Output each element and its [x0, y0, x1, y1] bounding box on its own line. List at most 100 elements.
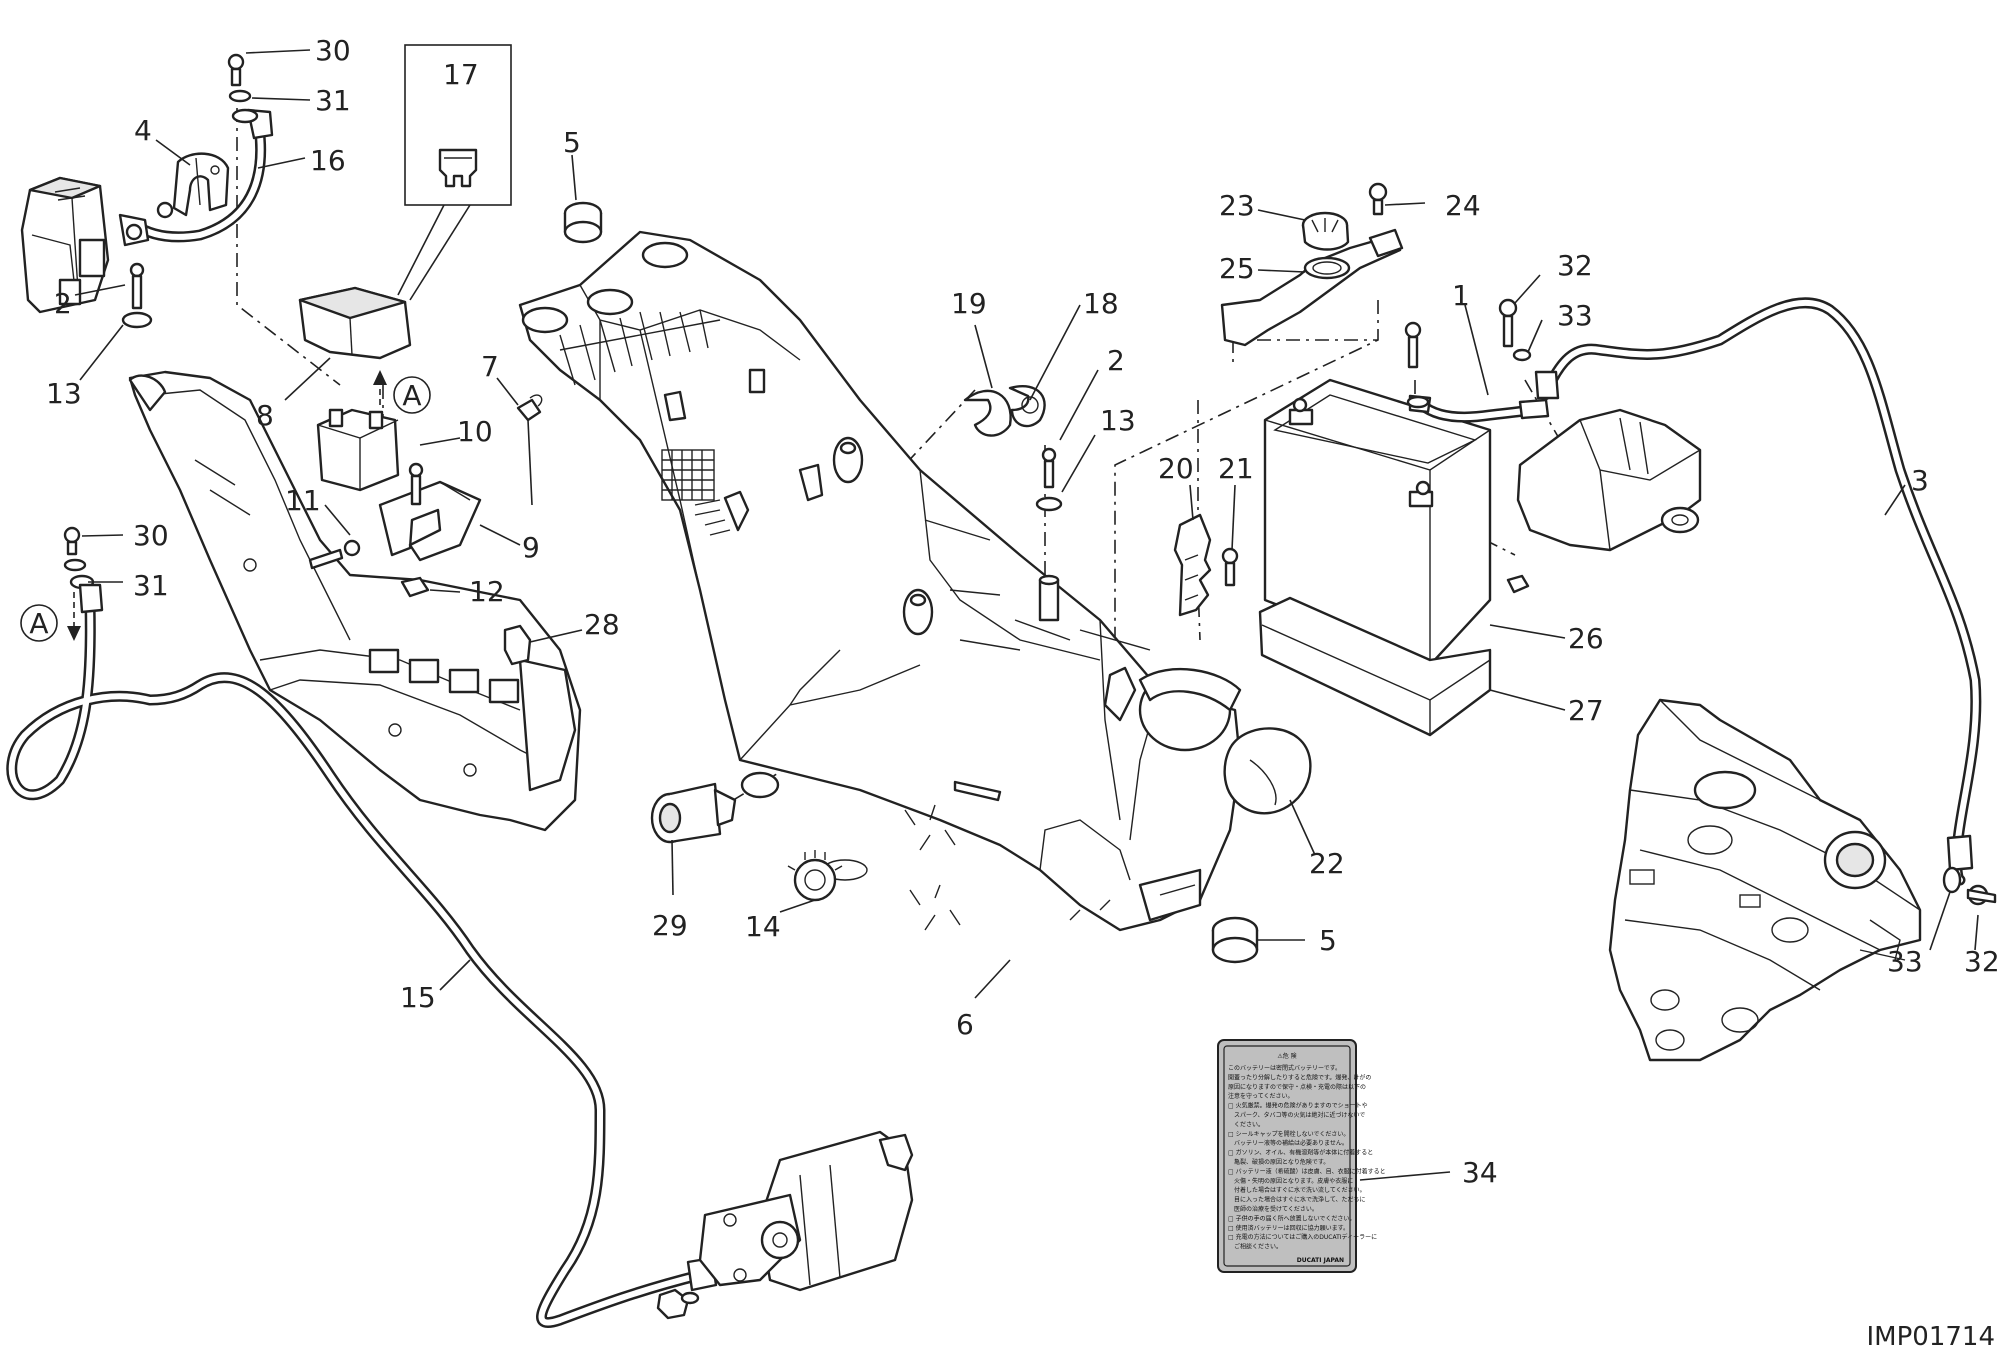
callout-30: 30	[315, 34, 351, 67]
bolt-32-top	[1498, 298, 1518, 348]
callout-27: 27	[1568, 694, 1604, 727]
callout-2: 2	[54, 287, 72, 320]
callout-14: 14	[745, 910, 781, 943]
callout-34: 34	[1462, 1156, 1498, 1189]
callout-1: 1	[1452, 279, 1470, 312]
warning-label-line: 注意を守ってください。	[1228, 1092, 1294, 1100]
detail-marker-a-upper: A	[393, 376, 431, 414]
callout-24: 24	[1445, 189, 1481, 222]
callout-numbers: 30 31 4 16 17 5 2 13 8 7 10 11 9 12 28 3…	[46, 34, 2000, 1189]
callout-2-mid: 2	[1107, 344, 1125, 377]
callout-18: 18	[1083, 287, 1119, 320]
detail-a-arrow	[373, 370, 387, 405]
nut-12	[400, 576, 430, 598]
washer-13-mid	[1035, 496, 1063, 512]
washer-31-top	[228, 89, 259, 124]
battery-tray-6	[518, 230, 1242, 932]
grommet-5-bottom	[1211, 916, 1259, 964]
warning-label-line: このバッテリーは密閉式バッテリーです。	[1228, 1064, 1341, 1072]
cable-1	[1404, 321, 1550, 423]
callout-30-lower: 30	[133, 519, 169, 552]
strap-25	[1220, 228, 1404, 347]
warning-label-line: 付着した場合はすぐに水で洗い流してください。	[1228, 1186, 1366, 1194]
clamp-20	[1173, 513, 1212, 617]
bolt-30-top	[227, 53, 245, 87]
screw-10	[408, 462, 424, 506]
clamp-19	[963, 389, 1012, 437]
part-8-relay	[316, 408, 400, 492]
callout-17: 17	[443, 58, 479, 91]
warning-label-line: 原因になりますので保守・点検・充電の際は以下の	[1228, 1083, 1366, 1091]
callout-13-mid: 13	[1100, 404, 1136, 437]
callout-13: 13	[46, 377, 82, 410]
warning-label-line: ください。	[1228, 1121, 1264, 1128]
detail-a-arrow-lower	[67, 592, 81, 641]
cable-tie-7	[516, 394, 543, 506]
gear-14	[787, 850, 843, 902]
leader-lines	[74, 49, 1979, 1181]
callout-5: 5	[563, 126, 581, 159]
relay-bracket-4	[172, 152, 230, 217]
left-frame-bracket	[128, 370, 582, 832]
warning-label-line: ご相談ください。	[1228, 1243, 1282, 1251]
callout-26: 26	[1568, 622, 1604, 655]
starter-motor	[656, 1130, 914, 1320]
warning-label-line: 亀裂、破損の原因となり危険です。	[1228, 1158, 1329, 1166]
callout-33: 33	[1557, 299, 1593, 332]
nut-battery	[1506, 574, 1530, 594]
cable-3	[1534, 297, 1982, 886]
detail-marker-a-label: A	[402, 379, 421, 412]
callout-32-lower: 32	[1964, 945, 2000, 978]
drawing-code: IMP01714	[1867, 1322, 1996, 1352]
battery-26	[1263, 378, 1492, 667]
screw-24	[1368, 182, 1388, 216]
screw-2-mid	[1041, 447, 1057, 489]
warning-label-line: □ ガソリン、オイル、有機溶剤等が本体に付着すると	[1228, 1149, 1373, 1157]
callout-16: 16	[310, 144, 346, 177]
part-8-cover	[298, 286, 412, 360]
warning-label-line: スパーク、タバコ等の火気は絶対に近づけないで	[1228, 1111, 1365, 1119]
engine-mount	[1516, 408, 1702, 552]
starter-relay-cover	[20, 176, 110, 314]
warning-label-line: □ 使用済バッテリーは回収に協力願います。	[1228, 1224, 1349, 1232]
battery-pad-27	[1258, 596, 1492, 737]
cable-15	[6, 583, 718, 1329]
callout-6: 6	[956, 1008, 974, 1041]
clip-28	[503, 624, 532, 666]
clamp-18	[1008, 385, 1046, 428]
cable-16	[118, 108, 274, 247]
callout-15: 15	[400, 981, 436, 1014]
screw-21	[1221, 547, 1239, 587]
bolt-2-left	[129, 262, 145, 310]
detail-marker-a-lower: A	[20, 604, 58, 642]
warning-label-line: □ 子供の手の届く所へ放置しないでください。	[1228, 1214, 1355, 1222]
warning-label-34: ⚠危 険 このバッテリーは密閉式バッテリーです。開蓋ったり分解したりすると危険で…	[1217, 1039, 1386, 1273]
knob-23	[1301, 211, 1350, 251]
screw-11	[308, 539, 361, 570]
callout-3: 3	[1911, 464, 1929, 497]
callout-31: 31	[315, 84, 351, 117]
warning-label-line: 目に入った場合はすぐに水で洗浄して、ただちに	[1228, 1196, 1366, 1204]
warning-label-line: 医師の治療を受けてください。	[1228, 1205, 1318, 1213]
warning-label-line: □ バッテリー液（希硫酸）は皮膚、目、衣服に付着すると	[1228, 1167, 1386, 1175]
callout-21: 21	[1218, 452, 1254, 485]
callout-7: 7	[481, 350, 499, 383]
socket-29	[650, 782, 737, 844]
callout-8: 8	[256, 399, 274, 432]
callout-28: 28	[584, 608, 620, 641]
grommet-5-top	[563, 201, 603, 244]
callout-25: 25	[1219, 252, 1255, 285]
callout-12: 12	[469, 575, 505, 608]
callout-11: 11	[285, 484, 321, 517]
cover-22	[1223, 727, 1312, 815]
warning-label-line: □ シールキャップを開栓しないでください。	[1228, 1130, 1349, 1138]
callout-19: 19	[951, 287, 987, 320]
callout-20: 20	[1158, 452, 1194, 485]
callout-32: 32	[1557, 249, 1593, 282]
callout-23: 23	[1219, 189, 1255, 222]
fuse-inset	[397, 44, 512, 301]
engine-case	[1608, 698, 1922, 1062]
warning-label-line: バッテリー液等の補給は必要ありません。	[1228, 1139, 1348, 1147]
bolt-32-bottom	[1966, 884, 1997, 906]
callout-29: 29	[652, 909, 688, 942]
